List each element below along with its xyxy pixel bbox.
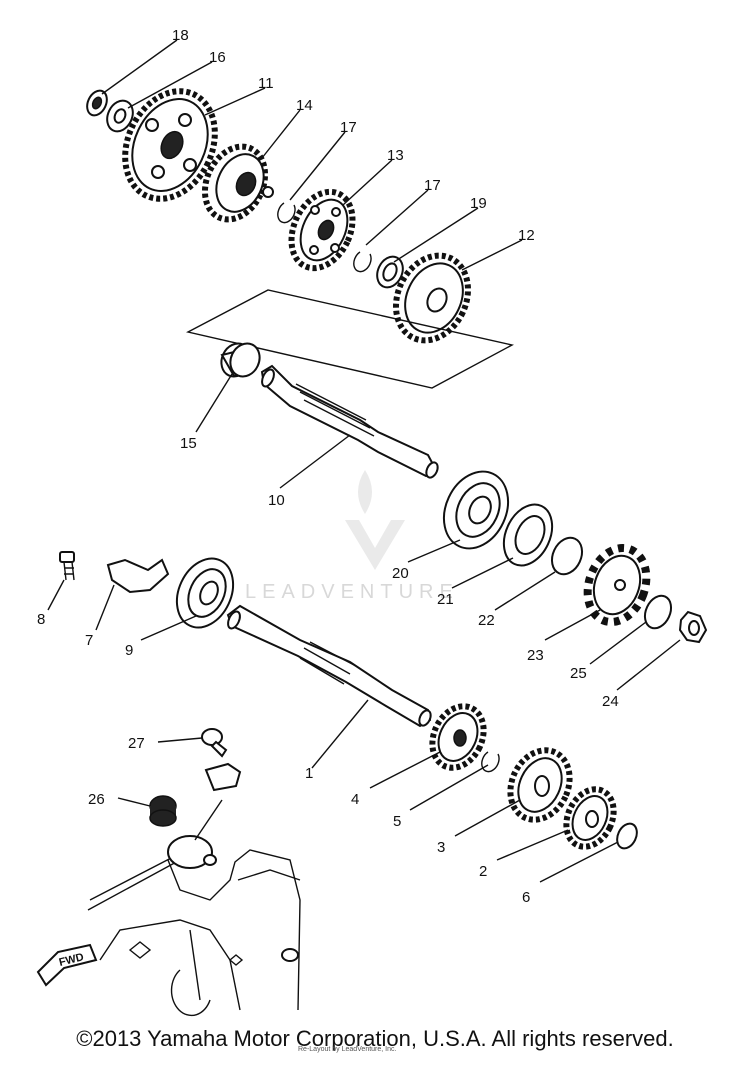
callout-17a: 17 — [340, 119, 357, 136]
parts-diagram: LEADVENTURE — [36, 27, 708, 1017]
part-12-gear — [393, 252, 471, 344]
fwd-arrow: FWD — [36, 943, 98, 987]
part-25-lock-washer — [643, 594, 673, 630]
part-3-gear — [507, 747, 573, 823]
credit-notice: Re-Layout by LeadVenture, Inc. — [298, 1046, 397, 1053]
part-7-plate — [106, 558, 170, 594]
callout-16: 16 — [209, 49, 226, 66]
callout-4: 4 — [351, 791, 359, 808]
callout-18: 18 — [172, 27, 189, 44]
callout-17b: 17 — [424, 177, 441, 194]
callout-7: 7 — [85, 632, 93, 649]
lower-assembly: FWD — [36, 551, 638, 1017]
upper-assembly — [86, 88, 708, 644]
callout-10: 10 — [268, 492, 285, 509]
callout-8: 8 — [37, 611, 45, 628]
callout-12: 12 — [518, 227, 535, 244]
callout-6: 6 — [522, 889, 530, 906]
watermark-text: LEADVENTURE — [245, 581, 459, 603]
part-14-gear — [201, 143, 274, 223]
part-20-bearing — [442, 470, 510, 550]
callout-9: 9 — [125, 642, 133, 659]
callout-14: 14 — [296, 97, 313, 114]
callout-23: 23 — [527, 647, 544, 664]
callout-27: 27 — [128, 735, 145, 752]
part-4-gear — [429, 703, 487, 771]
fwd-label: FWD — [58, 951, 85, 969]
part-10-shaft — [260, 364, 439, 479]
part-21-oil-seal — [502, 503, 554, 567]
callout-22: 22 — [478, 612, 495, 629]
copyright-notice: ©2013 Yamaha Motor Corporation, U.S.A. A… — [76, 1026, 674, 1051]
part-15-box — [186, 289, 514, 389]
watermark: LEADVENTURE — [245, 470, 459, 603]
callout-3: 3 — [437, 839, 445, 856]
callout-2: 2 — [479, 863, 487, 880]
crankcase-section — [87, 835, 301, 1017]
part-23-sprocket — [583, 544, 651, 626]
part-22-collar — [550, 536, 584, 576]
part-clip — [204, 762, 242, 792]
leader-lines — [47, 39, 681, 883]
callout-19: 19 — [470, 195, 487, 212]
part-2-gear — [563, 786, 617, 850]
callout-15: 15 — [180, 435, 197, 452]
callout-11: 11 — [258, 75, 274, 92]
part-17-circlip-lower — [353, 251, 372, 273]
callout-26: 26 — [88, 791, 105, 808]
callout-24: 24 — [602, 693, 619, 710]
callout-13: 13 — [387, 147, 404, 164]
part-26-cap — [149, 795, 177, 827]
part-15-bushing — [220, 342, 261, 378]
callout-5: 5 — [393, 813, 401, 830]
part-1-shaft — [226, 604, 432, 728]
callout-25: 25 — [570, 665, 587, 682]
callout-21: 21 — [437, 591, 454, 608]
callouts: 18 16 11 14 17 13 17 19 12 15 10 20 21 2… — [37, 27, 619, 906]
callout-1: 1 — [305, 765, 313, 782]
part-27-pin — [201, 728, 228, 758]
part-13-gear — [288, 188, 356, 272]
part-9-bearing — [175, 557, 235, 629]
part-17-circlip-upper — [277, 202, 296, 224]
part-6-washer — [616, 822, 638, 850]
part-5-circlip — [481, 751, 500, 773]
part-11-gear — [122, 88, 218, 202]
part-8-bolt — [59, 551, 75, 581]
callout-20: 20 — [392, 565, 409, 582]
part-24-nut — [678, 610, 708, 644]
